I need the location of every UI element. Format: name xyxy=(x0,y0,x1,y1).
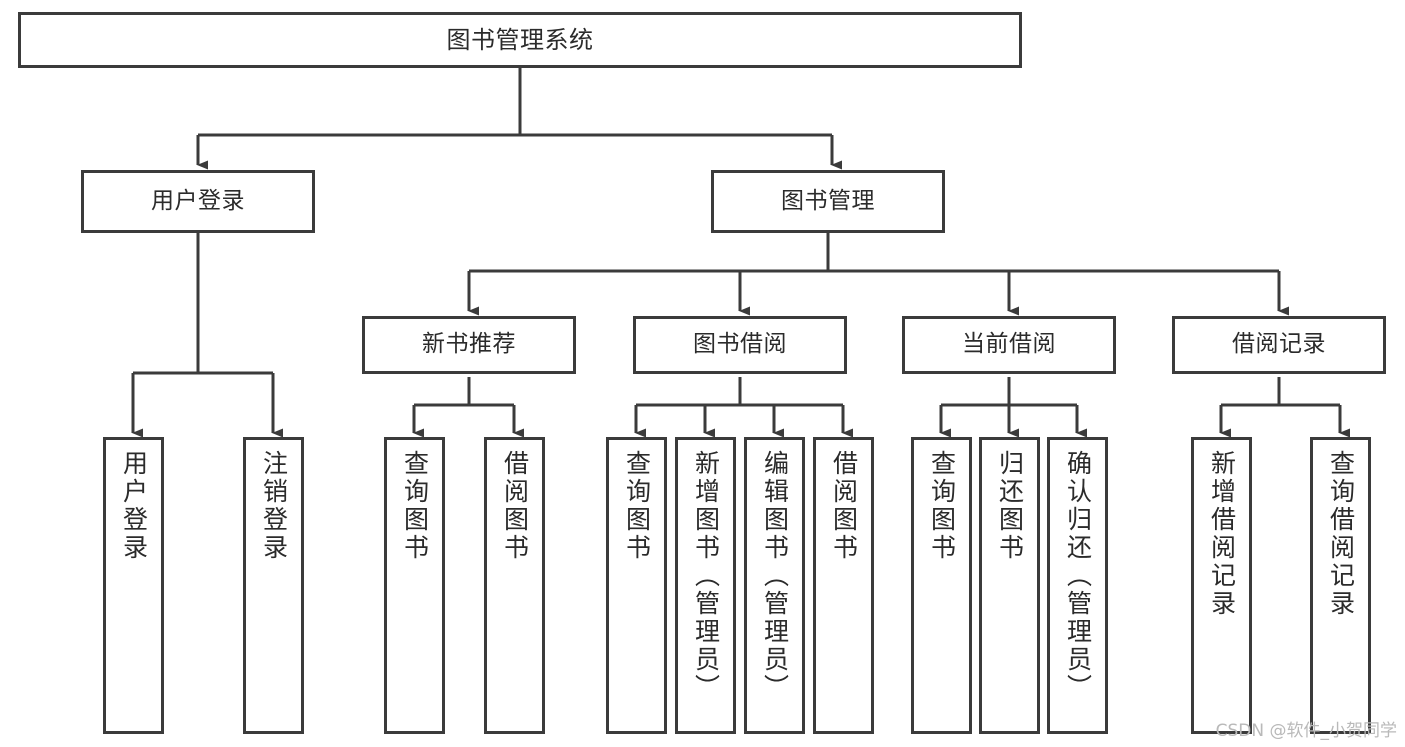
node-label: 确认归还（管理员） xyxy=(1063,450,1093,702)
node-label: 注销登录 xyxy=(259,450,289,562)
leaf-book-borrow-borrow-book[interactable]: 借阅图书 xyxy=(813,437,874,734)
node-label: 查询图书 xyxy=(400,450,430,562)
node-label: 图书管理系统 xyxy=(446,25,594,54)
node-label: 编辑图书（管理员） xyxy=(760,450,790,702)
node-label: 借阅图书 xyxy=(500,450,530,562)
node-root-book-management-system[interactable]: 图书管理系统 xyxy=(18,12,1022,68)
node-borrow-record[interactable]: 借阅记录 xyxy=(1172,316,1386,374)
leaf-current-borrow-confirm-return-admin[interactable]: 确认归还（管理员） xyxy=(1047,437,1108,734)
node-label: 查询借阅记录 xyxy=(1326,450,1356,618)
node-new-book-recommend[interactable]: 新书推荐 xyxy=(362,316,576,374)
node-label: 用户登录 xyxy=(151,187,245,214)
leaf-current-borrow-query-book[interactable]: 查询图书 xyxy=(911,437,972,734)
leaf-book-borrow-query-book[interactable]: 查询图书 xyxy=(606,437,667,734)
leaf-user-login-logout[interactable]: 注销登录 xyxy=(243,437,304,734)
leaf-new-book-query-book[interactable]: 查询图书 xyxy=(384,437,445,734)
node-label: 图书借阅 xyxy=(693,331,787,358)
leaf-user-login-login[interactable]: 用户登录 xyxy=(103,437,164,734)
node-label: 查询图书 xyxy=(927,450,957,562)
node-label: 图书管理 xyxy=(781,187,875,214)
node-label: 新书推荐 xyxy=(422,331,516,358)
leaf-current-borrow-return-book[interactable]: 归还图书 xyxy=(979,437,1040,734)
node-current-borrow[interactable]: 当前借阅 xyxy=(902,316,1116,374)
leaf-borrow-record-add-record[interactable]: 新增借阅记录 xyxy=(1191,437,1252,734)
leaf-book-borrow-add-book-admin[interactable]: 新增图书（管理员） xyxy=(675,437,736,734)
node-book-management[interactable]: 图书管理 xyxy=(711,170,945,233)
node-label: 当前借阅 xyxy=(962,331,1056,358)
node-label: 用户登录 xyxy=(119,450,149,562)
node-label: 新增借阅记录 xyxy=(1207,450,1237,618)
leaf-new-book-borrow-book[interactable]: 借阅图书 xyxy=(484,437,545,734)
node-label: 借阅记录 xyxy=(1232,331,1326,358)
watermark-text: CSDN @软件_小贺同学 xyxy=(1215,721,1397,741)
node-label: 查询图书 xyxy=(622,450,652,562)
leaf-borrow-record-query-record[interactable]: 查询借阅记录 xyxy=(1310,437,1371,734)
node-label: 借阅图书 xyxy=(829,450,859,562)
leaf-book-borrow-edit-book-admin[interactable]: 编辑图书（管理员） xyxy=(744,437,805,734)
node-label: 新增图书（管理员） xyxy=(691,450,721,702)
node-label: 归还图书 xyxy=(995,450,1025,562)
node-user-login[interactable]: 用户登录 xyxy=(81,170,315,233)
node-book-borrow[interactable]: 图书借阅 xyxy=(633,316,847,374)
